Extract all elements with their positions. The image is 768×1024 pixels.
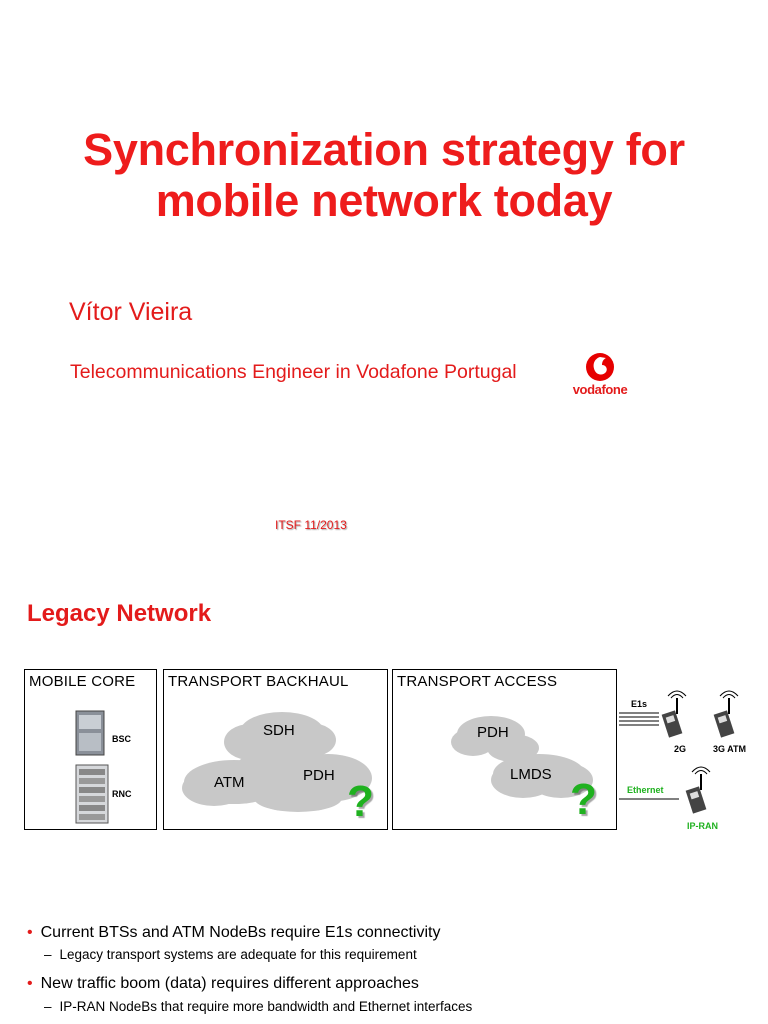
sub-bullet-1-text: Legacy transport systems are adequate fo…	[59, 947, 417, 962]
bullet-1-text: Current BTSs and ATM NodeBs require E1s …	[40, 924, 441, 941]
rnc-label: RNC	[112, 789, 132, 799]
author-role: Telecommunications Engineer in Vodafone …	[70, 361, 517, 383]
section-heading: Legacy Network	[27, 600, 212, 627]
sub-bullet-dash: –	[44, 947, 52, 962]
vodafone-wordmark: vodafone	[572, 382, 628, 397]
title-line-1: Synchronization strategy for	[83, 124, 685, 175]
slide-title: Synchronization strategy for mobile netw…	[0, 124, 768, 226]
e1s-label: E1s	[631, 699, 648, 709]
vodafone-speechmark-icon	[586, 353, 614, 381]
access-cloud-icon	[451, 716, 593, 798]
ipran-label: IP-RAN	[687, 821, 718, 831]
bullet-2: • New traffic boom (data) requires differ…	[27, 975, 419, 993]
bullet-1: • Current BTSs and ATM NodeBs require E1s…	[27, 924, 440, 942]
sub-bullet-1: –Legacy transport systems are adequate f…	[44, 947, 417, 962]
3g-site-icon	[713, 690, 739, 738]
bsc-rack-icon	[75, 710, 105, 756]
vodafone-logo: vodafone	[564, 350, 636, 400]
access-question-mark: ?	[570, 775, 597, 824]
sub-bullet-2-text: IP-RAN NodeBs that require more bandwidt…	[59, 999, 473, 1014]
transport-backhaul-label: TRANSPORT BACKHAUL	[168, 673, 349, 690]
rnc-rack-icon	[75, 764, 109, 824]
2g-label: 2G	[674, 744, 687, 754]
sdh-label: SDH	[263, 722, 295, 739]
backhaul-cloud-icon	[182, 712, 372, 812]
bullet-dot: •	[27, 975, 33, 992]
pdh-backhaul-label: PDH	[303, 767, 335, 784]
mobile-core-label: MOBILE CORE	[29, 673, 136, 690]
e1s-links	[619, 712, 659, 726]
backhaul-question-mark: ?	[347, 777, 374, 826]
sub-bullet-dash: –	[44, 999, 52, 1014]
ipran-site-icon	[685, 766, 711, 814]
pdh-access-label: PDH	[477, 724, 509, 741]
event-label: ITSF 11/2013	[275, 518, 347, 532]
ethernet-link	[619, 798, 679, 800]
sub-bullet-2: –IP-RAN NodeBs that require more bandwid…	[44, 999, 472, 1014]
author-name: Vítor Vieira	[69, 298, 193, 326]
mobile-core-box: MOBILE CORE BSC RNC	[24, 669, 157, 830]
bsc-label: BSC	[112, 734, 132, 744]
lmds-label: LMDS	[510, 766, 552, 783]
title-line-2: mobile network today	[155, 175, 613, 226]
transport-access-box: TRANSPORT ACCESS PDH LMDS ?	[392, 669, 617, 830]
2g-site-icon	[661, 690, 687, 738]
transport-backhaul-box: TRANSPORT BACKHAUL SDH ATM PDH ?	[163, 669, 388, 830]
3g-atm-label: 3G ATM	[713, 744, 746, 754]
bullet-2-text: New traffic boom (data) requires differe…	[40, 975, 419, 992]
bullet-dot: •	[27, 924, 33, 941]
ethernet-label: Ethernet	[627, 785, 664, 795]
transport-access-label: TRANSPORT ACCESS	[397, 673, 558, 690]
atm-label: ATM	[214, 774, 245, 791]
